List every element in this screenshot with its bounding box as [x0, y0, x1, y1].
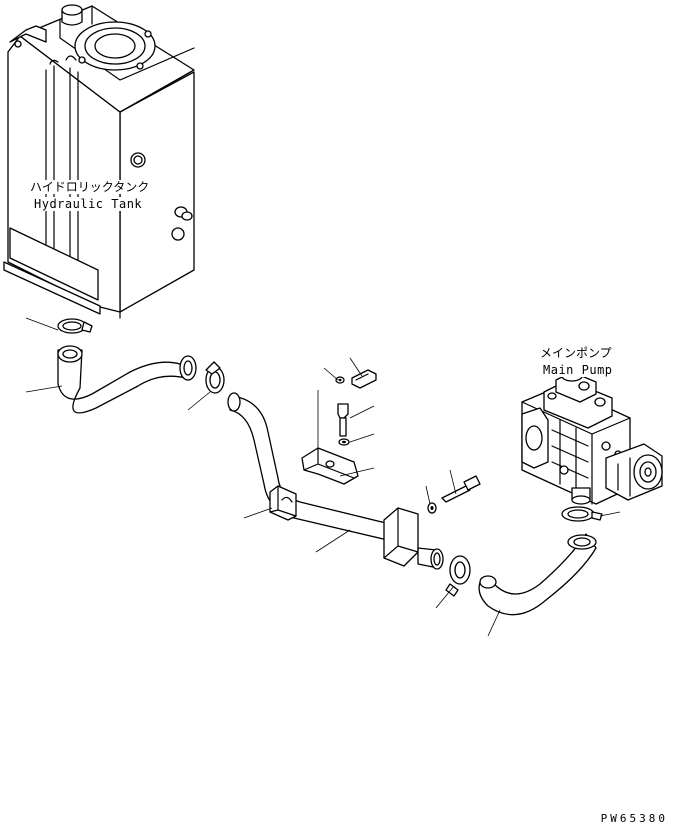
- suction-hose: [57, 345, 197, 414]
- flange-bolt: [441, 475, 481, 503]
- hydraulic-tank: [3, 4, 195, 319]
- bolt: [351, 369, 377, 389]
- pipe-bracket: [301, 447, 359, 485]
- pump-hose: [478, 533, 597, 616]
- main-pump-label: Main Pump: [543, 363, 613, 377]
- hose-clamp: [561, 506, 603, 522]
- rubber-mount: [269, 485, 297, 521]
- suction-pipe: [227, 392, 444, 570]
- washer: [335, 376, 345, 384]
- hose-clamp: [57, 318, 93, 334]
- hydraulic-tank-label: Hydraulic Tank: [34, 197, 143, 211]
- main-pump-label-jp: メインポンプ: [540, 346, 612, 360]
- hydraulic-tank-label-jp: ハイドロリックタンク: [30, 180, 150, 194]
- main-pump: [521, 370, 663, 505]
- washer: [338, 438, 350, 446]
- washer: [427, 502, 437, 514]
- bolt: [337, 403, 349, 437]
- hose-clamp: [205, 361, 225, 394]
- hose-clamp: [445, 555, 471, 597]
- drawing-code: PW65380: [600, 812, 668, 826]
